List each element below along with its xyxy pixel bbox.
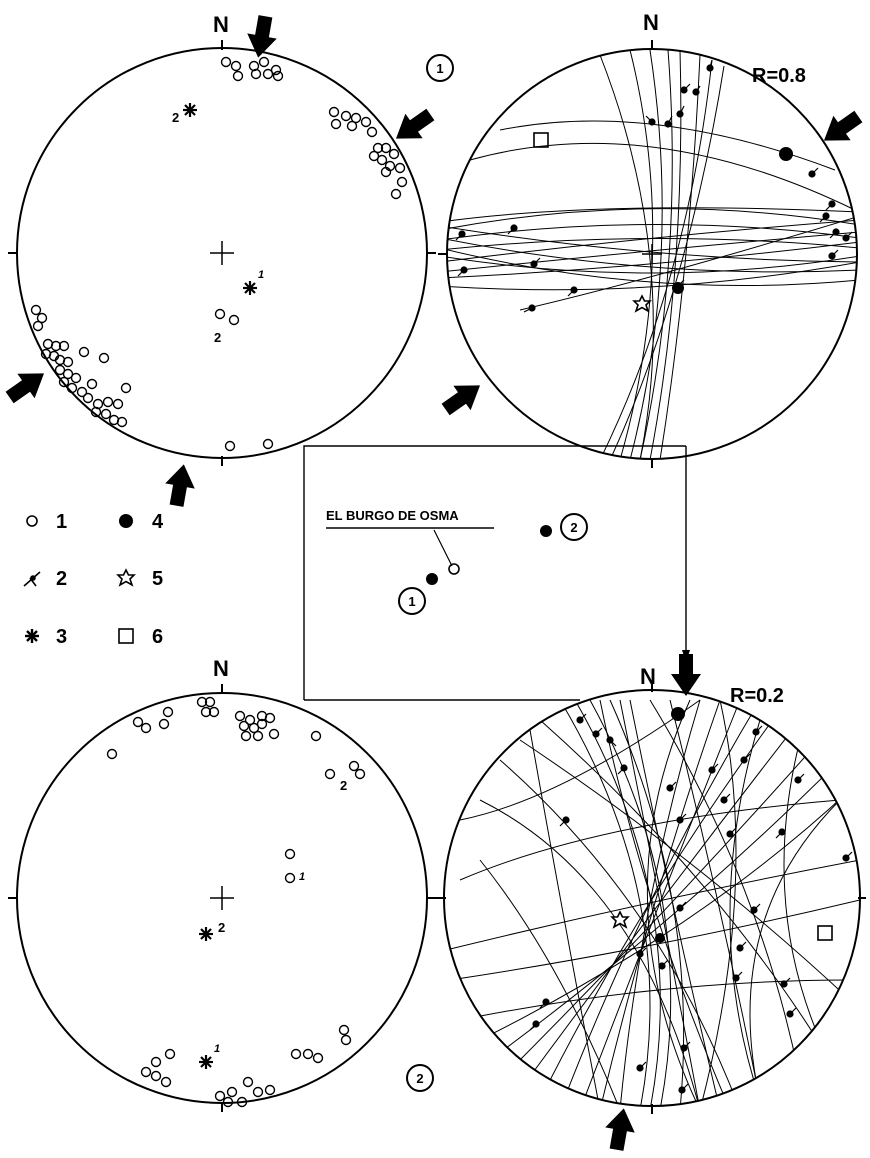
compression-arrow-icon xyxy=(441,385,481,416)
compression-arrow-icon xyxy=(823,110,863,141)
compression-arrow-icon xyxy=(5,373,45,404)
open-circle-poles xyxy=(30,56,408,452)
open-circle-icon xyxy=(26,515,38,527)
open-square-icon xyxy=(533,132,549,148)
pole-label: 1 xyxy=(214,1043,220,1055)
north-label: N xyxy=(213,12,229,37)
stereonet-top-right: N R=0.8 xyxy=(438,10,863,468)
place-name: EL BURGO DE OSMA xyxy=(326,508,459,523)
compression-arrow-icon xyxy=(395,108,435,139)
compression-arrow-icon xyxy=(165,464,195,507)
filled-circle-icon xyxy=(119,514,133,528)
stereonet-top-left: N 1 xyxy=(5,12,454,507)
filled-circle-icon xyxy=(779,147,793,161)
diagram-id-badge: 2 xyxy=(406,1064,434,1092)
filled-circle-icon xyxy=(655,933,665,943)
asterisk-star-icon xyxy=(199,1055,213,1069)
open-star-icon xyxy=(632,294,652,313)
pole-label: 2 xyxy=(218,920,225,935)
site-marker xyxy=(540,525,552,537)
site-label: 1 xyxy=(408,594,415,609)
pole-point-label: 2 xyxy=(340,778,347,793)
legend-number: 3 xyxy=(56,626,67,648)
striation-points xyxy=(529,713,853,1094)
legend-number: 6 xyxy=(152,626,163,648)
striation-pole-icon xyxy=(23,571,41,587)
asterisk-star-icon xyxy=(243,281,257,295)
stereonet-bottom-left: N 2 2 1 2 xyxy=(8,656,436,1112)
north-label: N xyxy=(640,664,656,689)
cluster-label: 2 xyxy=(214,330,221,345)
legend-number: 5 xyxy=(152,568,163,590)
ratio-label: R=0.2 xyxy=(730,685,784,707)
filled-circle-icon xyxy=(671,707,685,721)
pole-point-label: 1 xyxy=(299,871,305,883)
north-label: N xyxy=(213,656,229,681)
diagram-id-label: 1 xyxy=(436,61,443,76)
fault-great-circles xyxy=(447,49,857,459)
legend-number: 4 xyxy=(152,511,164,533)
asterisk-star-icon xyxy=(25,629,39,643)
asterisk-star-icon xyxy=(183,103,197,117)
legend: 1 2 3 4 5 6 xyxy=(23,511,164,648)
site-label: 2 xyxy=(570,520,577,535)
inset-map: EL BURGO DE OSMA 1 2 xyxy=(303,445,690,701)
diagram-id-label: 2 xyxy=(416,1071,423,1086)
center-cross-icon xyxy=(210,241,234,265)
pole-label: 1 xyxy=(258,269,264,281)
open-square-icon xyxy=(118,628,134,644)
filled-circle-icon xyxy=(672,282,684,294)
diagram-id-badge: 1 xyxy=(426,54,454,82)
north-label: N xyxy=(643,10,659,35)
asterisk-star-icon xyxy=(199,927,213,941)
center-cross-icon xyxy=(210,886,234,910)
legend-number: 2 xyxy=(56,568,67,590)
open-star-icon xyxy=(116,568,136,587)
open-star-icon xyxy=(610,910,630,929)
site-marker xyxy=(426,573,438,585)
open-square-icon xyxy=(817,925,833,941)
stereonet-bottom-right: N R=0.2 xyxy=(436,654,866,1151)
compression-arrow-icon xyxy=(671,654,701,696)
ratio-label: R=0.8 xyxy=(752,65,806,87)
town-marker xyxy=(448,563,460,575)
legend-number: 1 xyxy=(56,511,67,533)
pole-label: 2 xyxy=(172,110,179,125)
compression-arrow-icon xyxy=(247,15,277,58)
open-circle-poles xyxy=(106,696,366,1108)
compression-arrow-icon xyxy=(605,1108,635,1151)
